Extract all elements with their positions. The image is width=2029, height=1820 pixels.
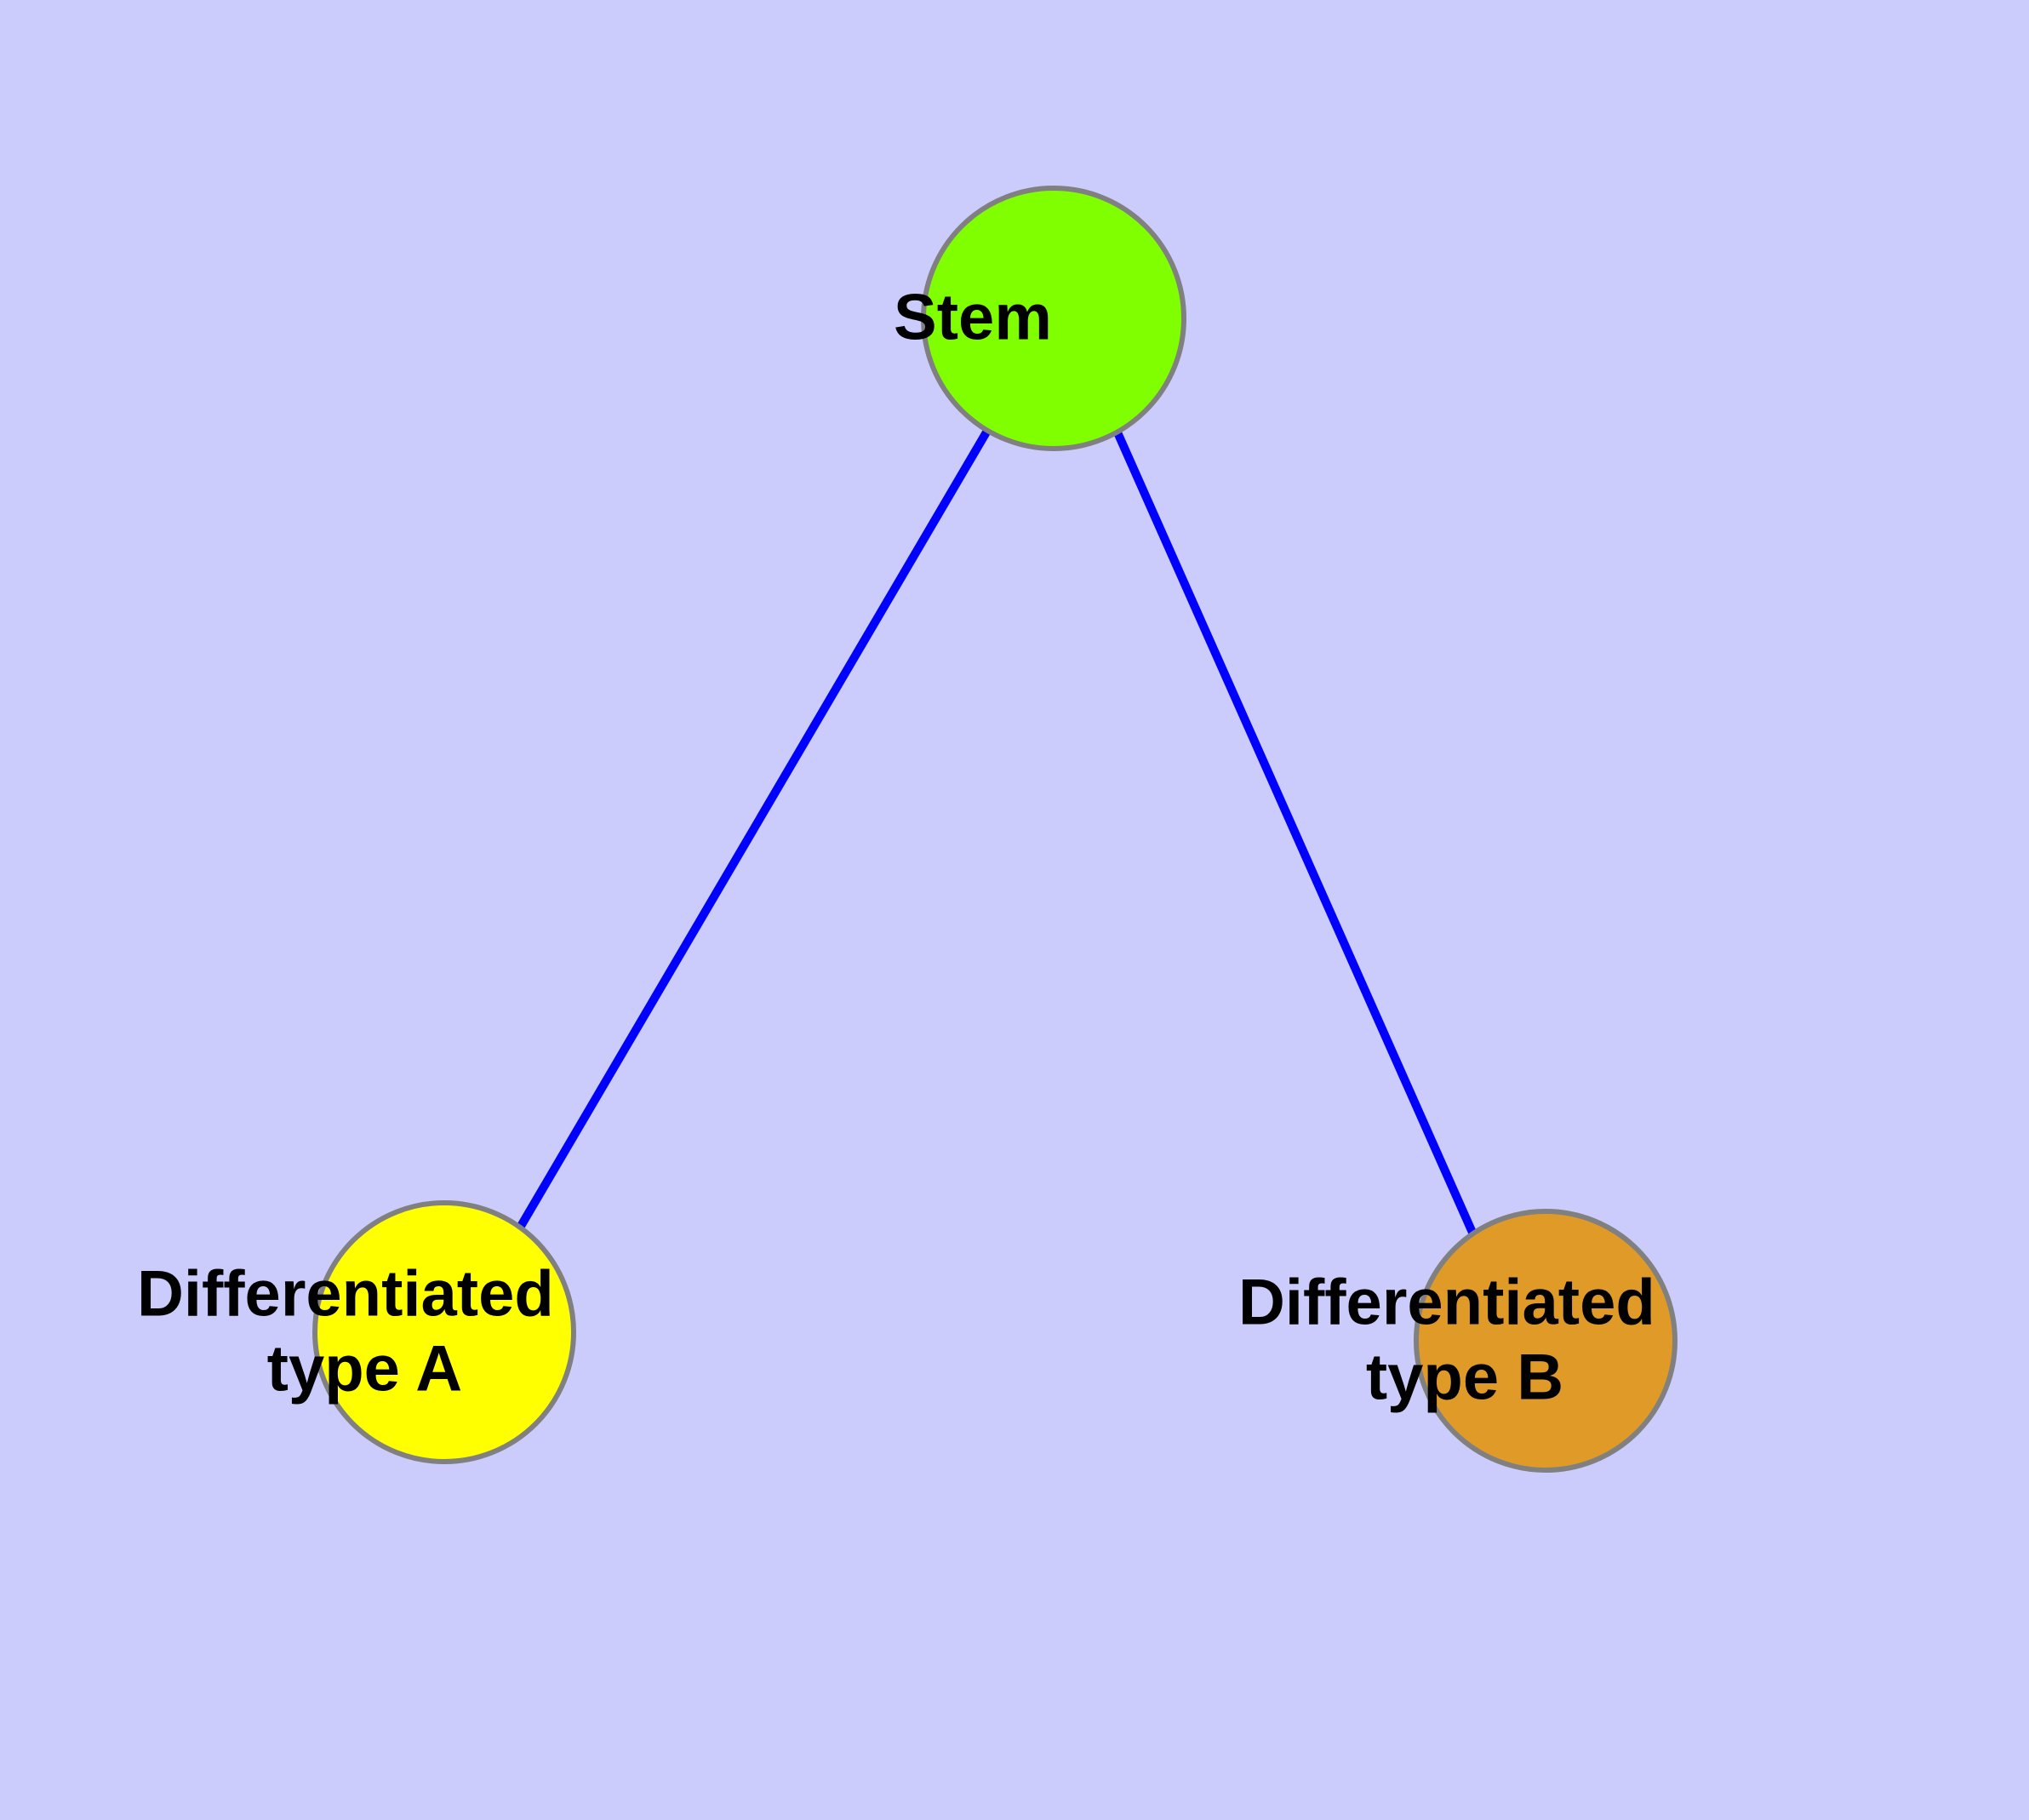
edge-layer xyxy=(516,428,1477,1237)
node-differentiated-type-a-label-line-2: type A xyxy=(267,1333,461,1405)
node-differentiated-type-a[interactable]: Differentiated type A xyxy=(137,1200,752,1464)
node-layer: Stem Differentiated type A Differentiate… xyxy=(137,186,1853,1473)
node-stem-label-line-1: Stem xyxy=(894,282,1052,354)
edge-stem-to-differentiated-type-a[interactable] xyxy=(516,428,992,1230)
node-differentiated-type-b-label-line-1: Differentiated xyxy=(1238,1267,1655,1339)
node-differentiated-type-a-label: Differentiated type A xyxy=(137,1258,752,1405)
node-differentiated-type-a-label-line-1: Differentiated xyxy=(137,1258,554,1331)
node-differentiated-type-b-label: Differentiated type B xyxy=(1238,1267,1853,1414)
node-stem-label: Stem xyxy=(894,282,1214,354)
node-differentiated-type-b[interactable]: Differentiated type B xyxy=(1238,1209,1853,1473)
node-stem[interactable]: Stem xyxy=(894,186,1214,451)
node-differentiated-type-b-label-line-2: type B xyxy=(1366,1342,1563,1414)
node-differentiated-type-b-circle[interactable] xyxy=(1414,1209,1677,1473)
node-differentiated-type-a-circle[interactable] xyxy=(312,1200,576,1464)
edge-stem-to-differentiated-type-b[interactable] xyxy=(1113,430,1477,1237)
node-stem-circle[interactable] xyxy=(921,186,1186,451)
